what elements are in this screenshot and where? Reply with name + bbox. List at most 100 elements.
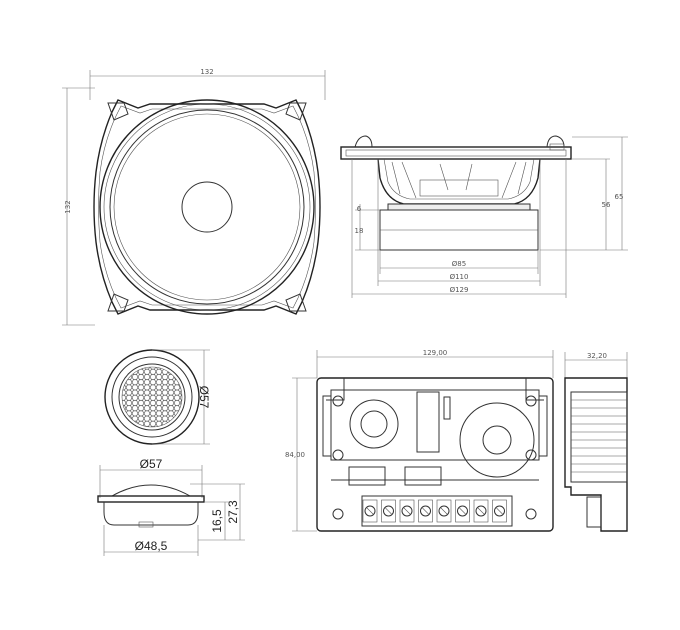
terminal-screw-slot <box>477 507 485 515</box>
woofer-height-label: 132 <box>64 200 72 213</box>
crossover-width-label: 129,00 <box>423 349 448 357</box>
magnet-height-label: 18 <box>355 227 364 235</box>
tweeter-terminal <box>138 521 154 528</box>
magnet-dia-label: Ø85 <box>452 260 466 268</box>
terminal-screw-slot <box>366 507 374 515</box>
crossover-side-view: 32,20 <box>564 352 628 532</box>
side-rail-right <box>538 395 548 457</box>
tweeter-side-dome <box>110 484 192 497</box>
mount-tab-br <box>285 293 307 312</box>
terminal-housing <box>455 499 470 523</box>
terminal-housing <box>399 499 415 523</box>
tweeter-bottom-dia-label: Ø48,5 <box>135 539 168 553</box>
woofer-side-basket <box>377 158 541 205</box>
tweeter-side-body <box>103 502 199 526</box>
terminal-screw-slot <box>422 507 429 515</box>
tweeter-side-flange <box>97 495 205 503</box>
top-plate <box>387 203 531 211</box>
side-tab-clip <box>549 143 565 151</box>
mount-hole-mr <box>525 449 537 461</box>
woofer-frame-outline <box>93 99 321 315</box>
dust-cap <box>181 181 233 233</box>
side-rail-left <box>322 395 332 457</box>
mount-hole-bl <box>332 508 344 520</box>
basket-inner <box>383 158 535 200</box>
crossover-depth-label: 32,20 <box>587 352 607 360</box>
coil-left <box>349 399 399 449</box>
tweeter-front-dia-label: Ø57 <box>197 386 211 409</box>
terminal-screw <box>401 505 413 517</box>
terminal-housing <box>492 499 507 523</box>
coil-left-core <box>360 410 388 438</box>
coil-right-core <box>482 425 512 455</box>
side-tab-left <box>354 135 373 148</box>
crossover-housing <box>316 377 554 532</box>
tweeter-grille-mesh <box>122 367 182 427</box>
woofer-width-label: 132 <box>200 68 213 76</box>
terminal-strip-frame <box>361 495 513 527</box>
terminal-screw <box>438 505 450 517</box>
mounting-tabs <box>107 102 307 312</box>
tweeter-side-view: Ø57 Ø48,5 16,5 27,3 <box>97 457 245 556</box>
side-profile-fins <box>571 399 627 473</box>
fuse-block-left <box>348 466 386 486</box>
cone-ring <box>113 113 301 301</box>
tweeter-top-dia-label: Ø57 <box>140 457 163 471</box>
tweeter-front-view: Ø57 <box>104 349 211 445</box>
tweeter-depth-label: 16,5 <box>210 509 224 533</box>
terminal-screw <box>420 505 431 517</box>
fuse-block-right <box>404 466 442 486</box>
mount-depth-label: 56 <box>602 201 611 209</box>
terminal-screw-slot <box>440 507 448 515</box>
terminal-housing <box>436 499 452 523</box>
grille-edge <box>121 366 183 428</box>
terminal-housing <box>473 499 489 523</box>
mount-tab-tl <box>107 102 129 121</box>
woofer-cone-edge <box>109 109 305 305</box>
woofer-side-flange <box>340 146 572 160</box>
tweeter-inner-ring <box>111 356 193 438</box>
flange-inner <box>345 149 567 157</box>
terminal-screw-slot <box>403 507 411 515</box>
cut-dia-label: Ø110 <box>450 273 469 281</box>
terminal-screw-slot <box>459 507 466 515</box>
mount-tab-tr <box>285 102 307 121</box>
surround-ring <box>103 103 311 311</box>
mount-tab-bl <box>107 293 129 312</box>
terminal-screw-slot <box>496 507 503 515</box>
terminal-screw <box>364 505 376 517</box>
terminal-screw <box>475 505 487 517</box>
basket-ribs <box>391 161 527 199</box>
woofer-front-view: 132 132 <box>62 68 326 326</box>
terminal-screw-slot <box>385 507 392 515</box>
small-dim-label: 6 <box>357 205 362 213</box>
capacitor-block <box>416 391 440 453</box>
tweeter-grille-ring <box>118 363 186 431</box>
resistor <box>443 396 451 420</box>
woofer-side-view: 65 56 18 6 Ø85 Ø110 Ø129 <box>340 135 628 298</box>
terminal-screw <box>383 505 394 517</box>
mount-hole-br <box>525 508 537 520</box>
tweeter-total-height-label: 27,3 <box>226 500 240 524</box>
side-profile-fins-area <box>570 391 628 483</box>
terminal-strip <box>361 495 513 527</box>
basket-window <box>419 179 499 197</box>
total-height-label: 65 <box>615 193 624 201</box>
crossover-front-view: 129,00 84,00 <box>285 349 554 532</box>
housing-detail <box>326 378 345 401</box>
mount-hole-tl <box>332 395 344 407</box>
side-terminal-block <box>586 496 602 528</box>
terminal-housing <box>418 499 433 523</box>
terminal-screw <box>457 505 468 517</box>
frame-inner-outline <box>98 105 316 309</box>
terminal-screw <box>494 505 505 517</box>
mount-hole-tr <box>525 395 537 407</box>
coil-right <box>459 402 535 478</box>
terminal-housing <box>362 499 378 523</box>
mount-hole-ml <box>332 449 344 461</box>
outer-dia-label: Ø129 <box>450 286 469 294</box>
side-tab-right <box>546 135 565 148</box>
crossover-side-profile <box>564 377 628 532</box>
crossover-height-label: 84,00 <box>285 451 305 459</box>
